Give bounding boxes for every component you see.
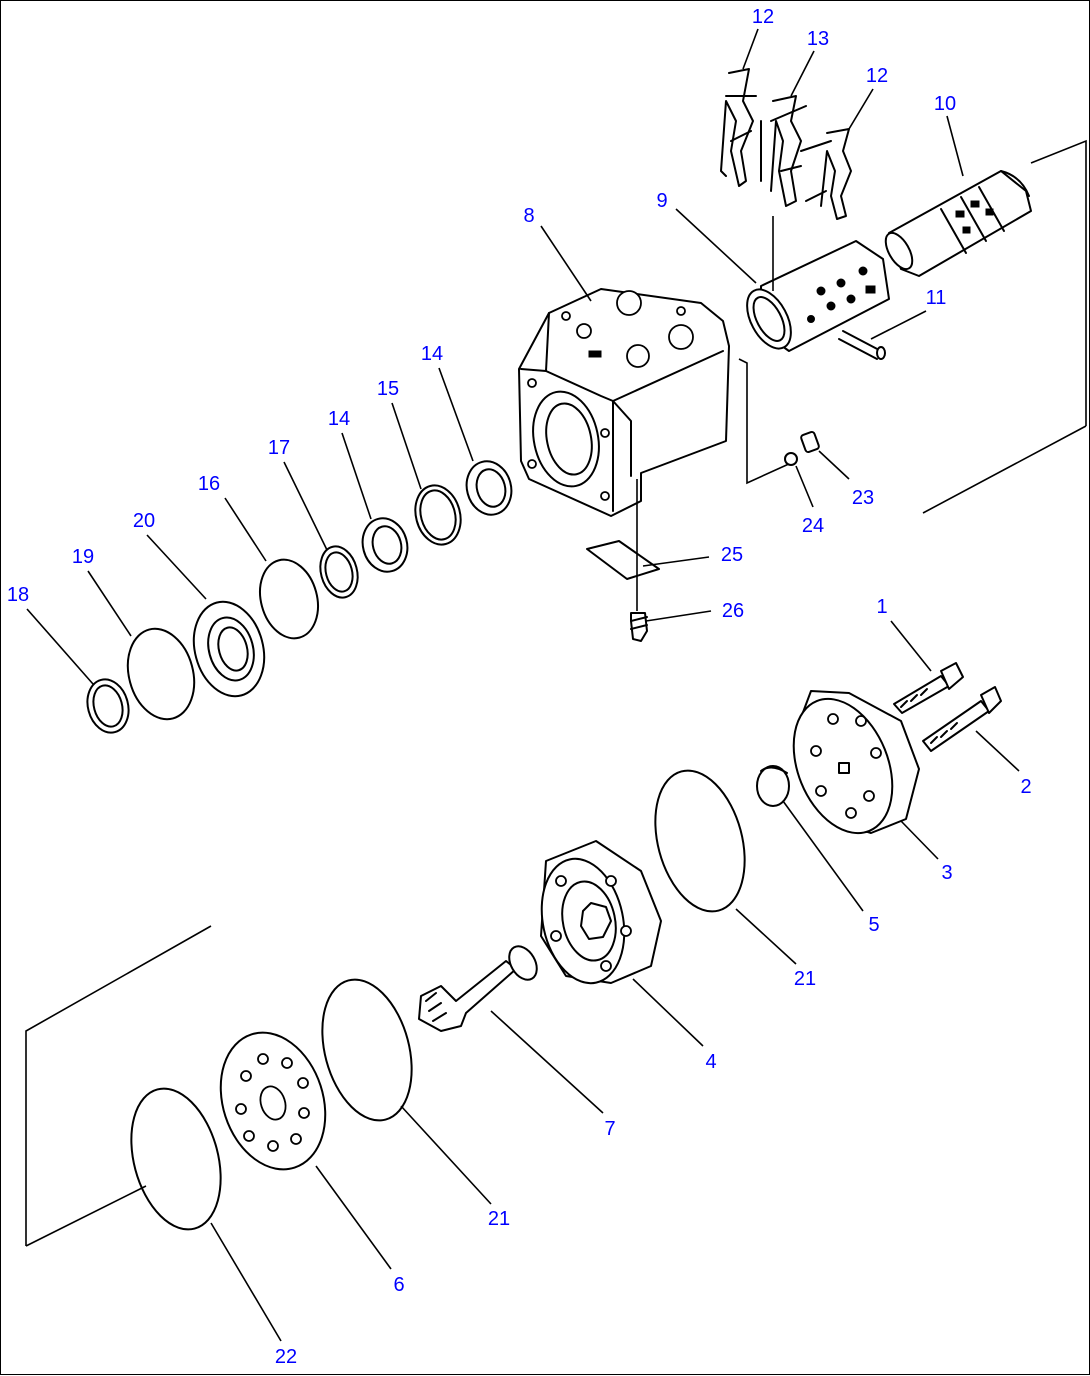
callout-18: 18: [7, 584, 29, 606]
callout-23: 23: [852, 487, 874, 509]
nameplate-and-screw: [586, 479, 660, 642]
sleeve-part: [746, 240, 890, 352]
callout-21-lower: 21: [488, 1208, 510, 1230]
callout-12-right: 12: [866, 65, 888, 87]
callout-13: 13: [807, 28, 829, 50]
callout-7: 7: [604, 1118, 615, 1140]
o-ring-lower: [321, 978, 413, 1122]
callout-22: 22: [275, 1346, 297, 1368]
plug-part: [756, 765, 790, 807]
seal-ring-stack: [86, 460, 513, 734]
callout-17: 17: [268, 437, 290, 459]
leader-lines: [26, 28, 1020, 1342]
drive-shaft: [418, 945, 538, 1032]
callout-6: 6: [393, 1274, 404, 1296]
spool-part: [884, 170, 1032, 277]
spacer-plate: [219, 1031, 327, 1171]
callout-9: 9: [656, 190, 667, 212]
o-ring-upper: [654, 769, 746, 913]
pin-part: [838, 330, 886, 360]
check-valve-parts: [784, 430, 820, 466]
callout-12-left: 12: [752, 6, 774, 28]
callout-26: 26: [722, 600, 744, 622]
callout-10: 10: [934, 93, 956, 115]
callout-11: 11: [926, 287, 947, 309]
callout-1: 1: [876, 596, 887, 618]
end-cap: [792, 690, 920, 835]
callout-14-left: 14: [328, 408, 350, 430]
o-ring-22: [130, 1087, 222, 1231]
callout-16: 16: [198, 473, 220, 495]
gerotor-set: [540, 840, 662, 985]
centering-springs: [720, 68, 852, 220]
callout-4: 4: [705, 1051, 716, 1073]
callout-25: 25: [721, 544, 743, 566]
callout-19: 19: [72, 546, 94, 568]
callout-2: 2: [1020, 776, 1031, 798]
callout-5: 5: [868, 914, 879, 936]
callout-20: 20: [133, 510, 155, 532]
callout-8: 8: [523, 205, 534, 227]
callout-24: 24: [802, 515, 824, 537]
bolts: [893, 662, 1002, 752]
callout-14-right: 14: [421, 343, 443, 365]
callout-15: 15: [377, 378, 399, 400]
assembly-frame-lines: [25, 139, 1087, 1247]
callout-21-upper: 21: [794, 968, 816, 990]
callout-labels: 1 2 3 4 5 6 7 8 9 10 11 12 12 13 14 14 1…: [7, 6, 1032, 1368]
callout-3: 3: [941, 862, 952, 884]
valve-housing: [518, 288, 730, 517]
